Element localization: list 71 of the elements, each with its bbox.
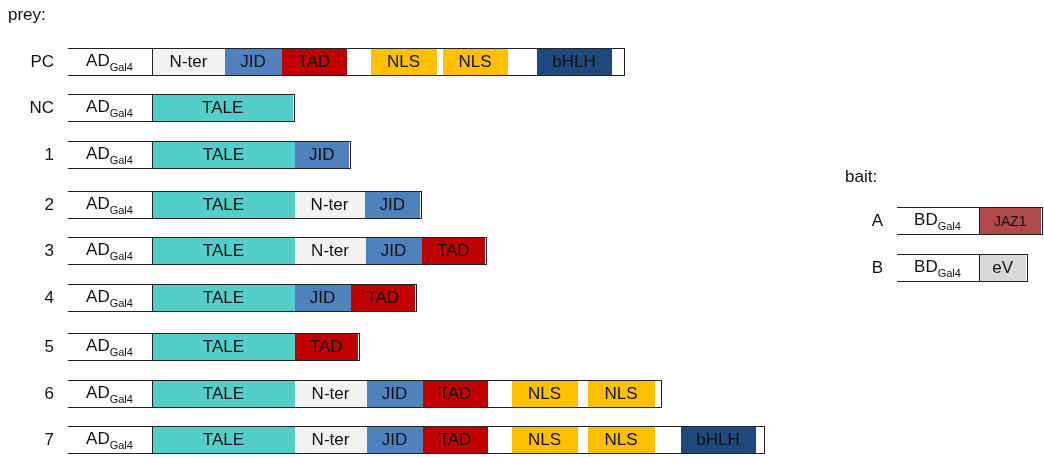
domain-segment: AD$_{Gal4}$ (67, 49, 153, 75)
domain-segment: AD$_{Gal4}$ (67, 285, 153, 311)
domain-segment: JID (224, 49, 282, 75)
construct-label: 1 (43, 145, 54, 165)
construct-bar (68, 94, 295, 122)
construct-label: A (870, 211, 883, 231)
domain-segment: AD$_{Gal4}$ (67, 238, 153, 264)
construct-bar (68, 237, 487, 265)
construct-bar (68, 380, 662, 408)
construct-bar (68, 48, 625, 76)
construct-label: PC (29, 52, 54, 72)
domain-segment: bHLH (536, 49, 612, 75)
domain-segment: TALE (152, 381, 295, 407)
construct-label: 7 (43, 430, 54, 450)
domain-segment: TALE (152, 142, 295, 168)
domain-segment: N-ter (294, 238, 366, 264)
section-label: prey: (8, 5, 46, 25)
section-label: bait: (845, 167, 878, 187)
domain-segment: TALE (152, 238, 295, 264)
domain-segment: N-ter (294, 192, 365, 218)
domain-segment: TALE (152, 427, 295, 453)
domain-segment: TAD (421, 238, 485, 264)
domain-segment: N-ter (152, 49, 225, 75)
domain-segment: NLS (587, 381, 655, 407)
domain-segment: TALE (152, 334, 295, 360)
construct-label: 2 (43, 195, 54, 215)
construct-label: 6 (43, 384, 54, 404)
domain-segment: TALE (152, 285, 295, 311)
domain-segment: JID (365, 238, 422, 264)
domain-segment: BD$_{Gal4}$ (896, 255, 980, 281)
domain-segment: eV (979, 255, 1026, 281)
domain-segment: NLS (587, 427, 655, 453)
domain-segment: JID (366, 381, 423, 407)
domain-segment: NLS (442, 49, 508, 75)
construct-label: B (870, 258, 883, 278)
domain-segment: TAD (350, 285, 415, 311)
domain-segment: BD$_{Gal4}$ (896, 208, 980, 234)
construct-bar (68, 333, 360, 361)
construct-bar (68, 191, 422, 219)
domain-segment: TAD (422, 381, 488, 407)
domain-segment: TAD (294, 334, 358, 360)
domain-segment: NLS (511, 427, 578, 453)
construct-bar (68, 426, 765, 454)
construct-bar (68, 141, 351, 169)
domain-segment: TALE (152, 192, 295, 218)
domain-segment: JAZ1 (979, 208, 1041, 234)
construct-bar (897, 207, 1043, 235)
domain-segment: NLS (511, 381, 578, 407)
domain-segment: AD$_{Gal4}$ (67, 95, 153, 121)
domain-segment: AD$_{Gal4}$ (67, 381, 153, 407)
construct-bar (68, 284, 417, 312)
domain-segment: AD$_{Gal4}$ (67, 334, 153, 360)
construct-label: 5 (43, 337, 54, 357)
domain-segment: JID (366, 427, 423, 453)
domain-segment: AD$_{Gal4}$ (67, 142, 153, 168)
domain-segment: JID (294, 285, 351, 311)
domain-segment: N-ter (294, 381, 367, 407)
domain-segment: JID (294, 142, 349, 168)
domain-segment: bHLH (680, 427, 756, 453)
domain-segment: AD$_{Gal4}$ (67, 192, 153, 218)
construct-label: 4 (43, 288, 54, 308)
domain-segment: TALE (152, 95, 293, 121)
construct-bar (897, 254, 1028, 282)
domain-segment: AD$_{Gal4}$ (67, 427, 153, 453)
domain-segment: JID (364, 192, 420, 218)
construct-label: 3 (43, 241, 54, 261)
construct-label: NC (28, 98, 54, 118)
domain-segment: N-ter (294, 427, 367, 453)
domain-segment: TAD (281, 49, 347, 75)
domain-segment: TAD (422, 427, 488, 453)
domain-segment: NLS (370, 49, 437, 75)
